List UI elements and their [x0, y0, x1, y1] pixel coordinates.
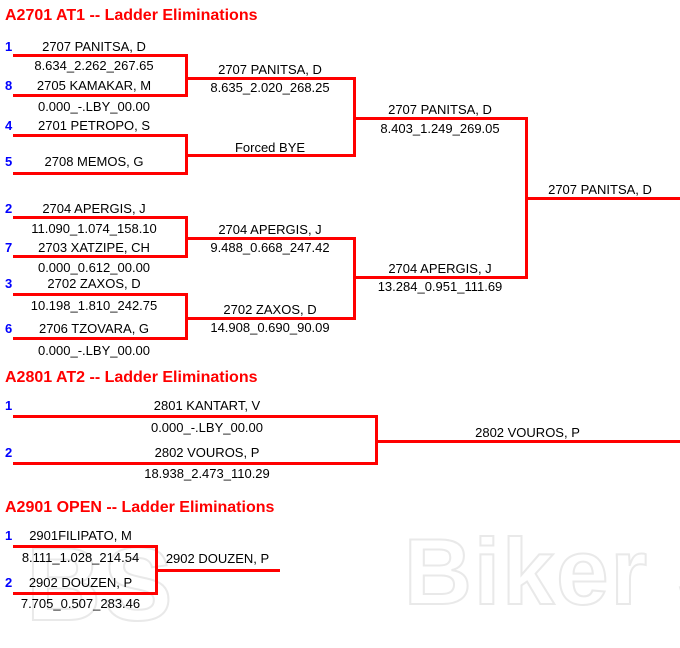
competitor-name: 2802 VOUROS, P: [154, 445, 260, 460]
competitor-name: 2705 KAMAKAR, M: [36, 78, 152, 93]
bracket-line-horizontal: [13, 94, 187, 97]
run-score: 18.938_2.473_110.29: [144, 466, 270, 481]
section-title: A2801 AT2 -- Ladder Eliminations: [5, 369, 258, 386]
run-score: 10.198_1.810_242.75: [30, 298, 158, 313]
bracket-line-horizontal: [13, 54, 187, 57]
run-score: 9.488_0.668_247.42: [210, 240, 330, 255]
section-title: A2701 AT1 -- Ladder Eliminations: [5, 7, 258, 24]
bracket-line-vertical: [185, 293, 188, 340]
run-score: 7.705_0.507_283.46: [20, 596, 141, 611]
advancer-name: 2707 PANITSA, D: [218, 62, 322, 77]
competitor-name: 2707 PANITSA, D: [42, 39, 146, 54]
run-score: 8.111_1.028_214.54: [21, 550, 140, 565]
run-score: 0.000_-.LBY_00.00: [37, 99, 151, 114]
advancer-name: 2704 APERGIS, J: [388, 261, 492, 276]
winner-name: 2902 DOUZEN, P: [165, 551, 270, 566]
competitor-name: 2708 MEMOS, G: [44, 154, 144, 169]
winner-line: [525, 197, 680, 200]
bracket-line-horizontal: [13, 415, 378, 418]
bracket-line-horizontal: [13, 545, 158, 548]
competitor-name: 2703 XATZIPE, CH: [38, 240, 150, 255]
competitor-name: 2902 DOUZEN, P: [28, 575, 133, 590]
seed-number: 2: [5, 201, 13, 216]
competitor-name: 2701 PETROPO, S: [38, 118, 150, 133]
winner-line: [353, 117, 528, 120]
run-score: 0.000_0.612_00.00: [37, 260, 151, 275]
bracket-line-horizontal: [13, 592, 158, 595]
seed-number: 1: [5, 398, 13, 413]
winner-line: [185, 77, 356, 80]
winner-line: [185, 237, 356, 240]
seed-number: 3: [5, 276, 13, 291]
run-score: 0.000_-.LBY_00.00: [150, 420, 264, 435]
run-score: 14.908_0.690_90.09: [210, 320, 330, 335]
seed-number: 4: [5, 118, 13, 133]
winner-line: [155, 569, 280, 572]
seed-number: 7: [5, 240, 13, 255]
run-score: 8.403_1.249_269.05: [380, 121, 500, 136]
run-score: 8.634_2.262_267.65: [34, 58, 154, 73]
seed-number: 2: [5, 445, 13, 460]
run-score: 11.090_1.074_158.10: [31, 221, 157, 236]
advancer-name: Forced BYE: [234, 140, 306, 155]
run-score: 0.000_-.LBY_00.00: [37, 343, 151, 358]
seed-number: 6: [5, 321, 13, 336]
competitor-name: 2706 TZOVARA, G: [38, 321, 150, 336]
seed-number: 1: [5, 39, 13, 54]
seed-number: 5: [5, 154, 13, 169]
run-score: 8.635_2.020_268.25: [210, 80, 330, 95]
advancer-name: 2702 ZAXOS, D: [223, 302, 317, 317]
bracket-line-horizontal: [13, 216, 187, 219]
competitor-name: 2702 ZAXOS, D: [47, 276, 141, 291]
bracket-line-vertical: [185, 54, 188, 97]
brand-watermark: Biker Sp: [403, 518, 680, 625]
competitor-name: 2704 APERGIS, J: [42, 201, 146, 216]
competitor-name: 2801 KANTART, V: [153, 398, 261, 413]
bracket-line-horizontal: [13, 134, 187, 137]
seed-number: 2: [5, 575, 13, 590]
bracket-line-horizontal: [13, 293, 187, 296]
bracket-line-horizontal: [13, 337, 187, 340]
seed-number: 8: [5, 78, 13, 93]
bracket-line-horizontal: [13, 462, 378, 465]
winner-line: [185, 154, 356, 157]
run-score: 13.284_0.951_111.69: [377, 279, 503, 294]
advancer-name: 2704 APERGIS, J: [218, 222, 322, 237]
winner-name: 2707 PANITSA, D: [548, 182, 652, 197]
winner-line: [353, 276, 528, 279]
competitor-name: 2901FILIPATO, M: [29, 528, 132, 543]
bracket-line-horizontal: [13, 172, 187, 175]
bracket-line-horizontal: [13, 255, 187, 258]
winner-line: [185, 317, 356, 320]
advancer-name: 2707 PANITSA, D: [388, 102, 492, 117]
section-title: A2901 OPEN -- Ladder Eliminations: [5, 499, 275, 516]
seed-number: 1: [5, 528, 13, 543]
winner-name: 2802 VOUROS, P: [475, 425, 580, 440]
winner-line: [375, 440, 680, 443]
